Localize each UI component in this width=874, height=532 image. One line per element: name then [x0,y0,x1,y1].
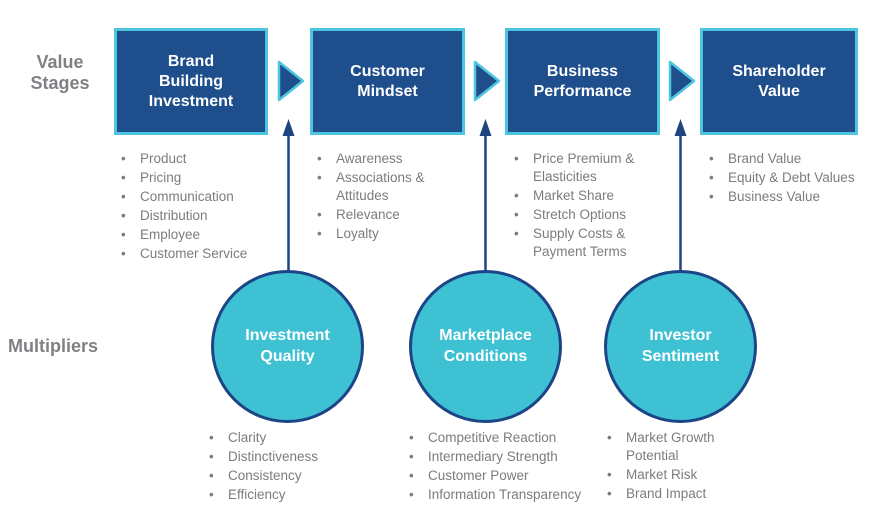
list-item: Price Premium & Elasticities [509,150,659,186]
stage-box-shareholder-value: Shareholder Value [700,28,858,135]
list-item: Efficiency [204,486,374,504]
list-item: Awareness [312,150,462,168]
list-item: Intermediary Strength [404,448,583,466]
list-item: Brand Impact [602,485,756,503]
list-item: Associations & Attitudes [312,169,462,205]
list-item: Consistency [204,467,374,485]
list-item: Clarity [204,429,374,447]
stage-title: Brand Building Investment [148,52,234,110]
list-item: Product [116,150,268,168]
multiplier-list-investor-sentiment: Market Growth PotentialMarket RiskBrand … [602,429,756,504]
stage-box-customer-mindset: Customer Mindset [310,28,465,135]
list-item: Distinctiveness [204,448,374,466]
stage-box-brand-building-investment: Brand Building Investment [114,28,268,135]
list-item: Distribution [116,207,268,225]
circle-title: Investment Quality [245,326,330,365]
multipliers-row-label: Multipliers [8,336,99,356]
list-item: Information Transparency [404,486,583,504]
list-item: Market Growth Potential [602,429,756,465]
list-item: Communication [116,188,268,206]
list-item: Customer Power [404,467,583,485]
list-item: Equity & Debt Values [704,169,872,187]
multiplier-list-marketplace-conditions: Competitive ReactionIntermediary Strengt… [404,429,583,505]
list-item: Stretch Options [509,206,659,224]
stage-list-business-performance: Price Premium & ElasticitiesMarket Share… [509,150,659,262]
multiplier-circle-investor-sentiment: Investor Sentiment [604,270,757,423]
list-item: Pricing [116,169,268,187]
multiplier-circle-investment-quality: Investment Quality [211,270,364,423]
stage-title: Customer Mindset [350,62,425,100]
circle-title: Marketplace Conditions [439,326,532,365]
list-item: Relevance [312,206,462,224]
list-item: Employee [116,226,268,244]
list-item: Market Share [509,187,659,205]
arrow-right-icon [473,60,501,102]
arrow-right-icon [277,60,305,102]
circle-title: Investor Sentiment [641,326,720,365]
multiplier-circle-marketplace-conditions: Marketplace Conditions [409,270,562,423]
stage-box-business-performance: Business Performance [505,28,660,135]
list-item: Loyalty [312,225,462,243]
stage-title: Business Performance [533,62,632,100]
multiplier-list-investment-quality: ClarityDistinctivenessConsistencyEfficie… [204,429,374,505]
list-item: Customer Service [116,245,268,263]
stage-list-brand-building-investment: ProductPricingCommunicationDistributionE… [116,150,268,264]
list-item: Brand Value [704,150,872,168]
list-item: Business Value [704,188,872,206]
stage-list-customer-mindset: AwarenessAssociations & AttitudesRelevan… [312,150,462,244]
list-item: Market Risk [602,466,756,484]
value-stages-row-label: Value Stages [30,52,90,93]
stage-title: Shareholder Value [732,62,826,100]
list-item: Competitive Reaction [404,429,583,447]
arrow-right-icon [668,60,696,102]
list-item: Supply Costs & Payment Terms [509,225,659,261]
stage-list-shareholder-value: Brand ValueEquity & Debt ValuesBusiness … [704,150,872,207]
